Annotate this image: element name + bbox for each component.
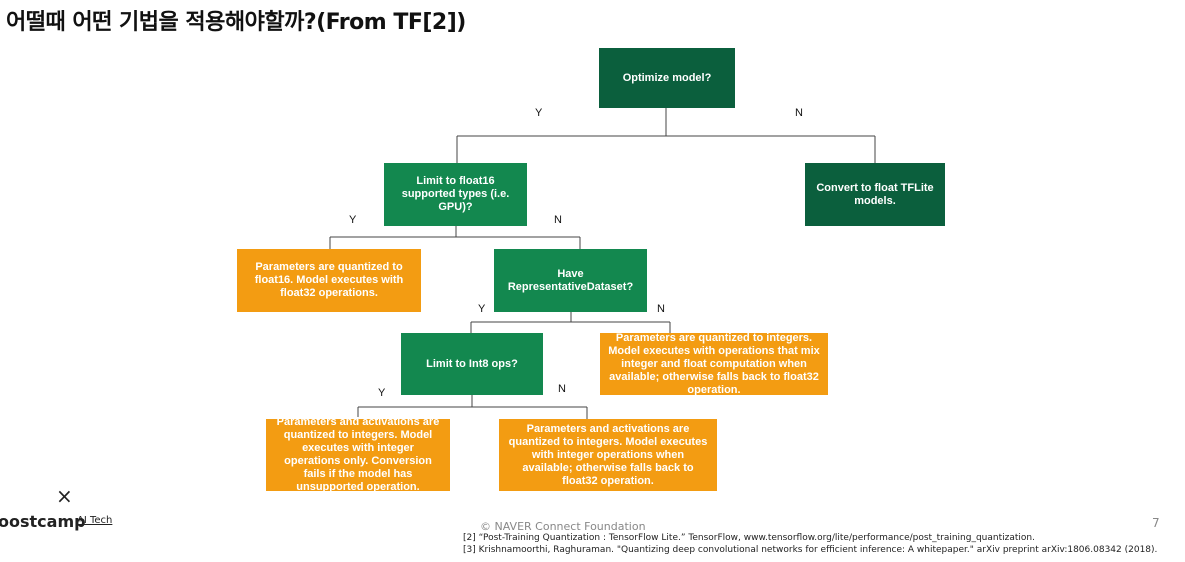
copyright-notice: © NAVER Connect Foundation — [480, 520, 646, 533]
float16-result-node: Parameters are quantized to float16. Mod… — [237, 249, 421, 312]
int8-limit-node: Limit to Int8 ops? — [401, 333, 543, 395]
edge-label-yes: Y — [478, 303, 486, 315]
reference-2: [2] “Post-Training Quantization : Tensor… — [463, 533, 1035, 543]
edge-label-yes: Y — [349, 214, 357, 226]
logo-subtext: AI Tech — [77, 515, 113, 526]
mixed-ops-result-node: Parameters are quantized to integers. Mo… — [600, 332, 828, 396]
edge-label-no: N — [558, 383, 566, 395]
logo-text: oostcamp — [0, 512, 86, 531]
integer-fallback-result-node: Parameters and activations are quantized… — [499, 419, 717, 491]
edge-label-no: N — [657, 303, 665, 315]
float16-limit-node: Limit to float16 supported types (i.e. G… — [384, 163, 527, 226]
convert-float-node: Convert to float TFLite models. — [805, 163, 945, 226]
edge-label-no: N — [795, 107, 803, 119]
representative-dataset-node: Have RepresentativeDataset? — [494, 249, 647, 312]
close-icon: × — [56, 484, 73, 508]
edge-label-yes: Y — [535, 107, 543, 119]
integer-only-result-node: Parameters and activations are quantized… — [266, 416, 450, 493]
reference-3: [3] Krishnamoorthi, Raghuraman. "Quantiz… — [463, 545, 1158, 555]
page-number: 7 — [1152, 516, 1160, 530]
optimize-model-node: Optimize model? — [599, 48, 735, 108]
boostcamp-logo: × oostcamp AI Tech — [0, 484, 130, 531]
page-title: 어떨때 어떤 기법을 적용해야할까?(From TF[2]) — [6, 10, 466, 35]
edge-label-no: N — [554, 214, 562, 226]
edge-label-yes: Y — [378, 387, 386, 399]
